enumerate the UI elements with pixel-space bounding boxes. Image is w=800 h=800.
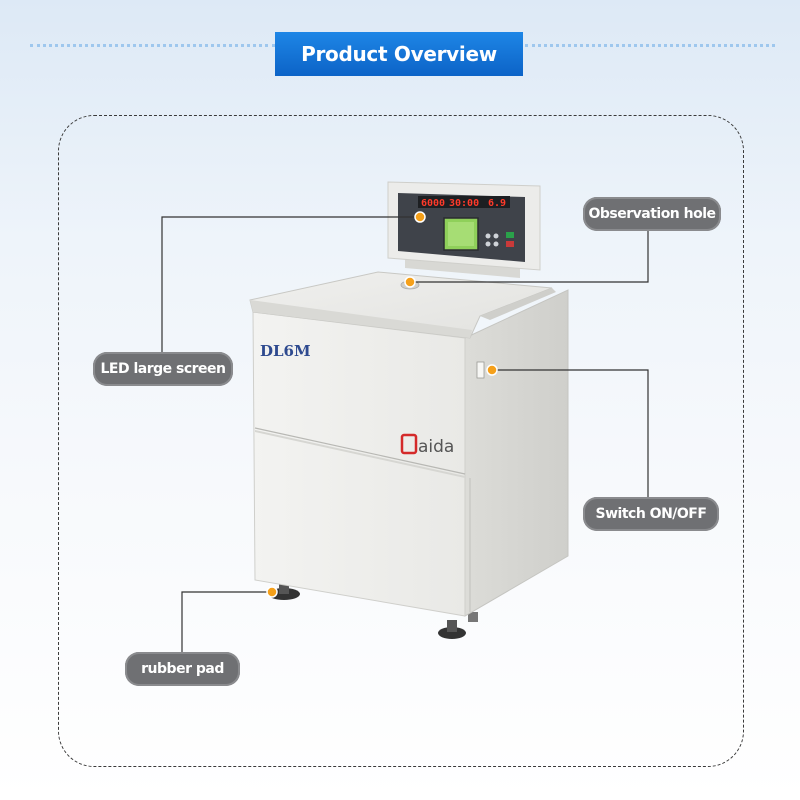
brand-logo-mark xyxy=(400,433,418,455)
rubber-pad-callout: rubber pad xyxy=(125,652,240,686)
page-title: Product Overview xyxy=(275,32,523,76)
marker-dots xyxy=(266,211,498,598)
product-frame xyxy=(58,115,744,767)
header-decoration-left xyxy=(30,44,275,48)
control-panel xyxy=(387,181,541,278)
display-time: 30:00 xyxy=(449,198,479,209)
power-switch xyxy=(476,361,485,379)
display-temp: 6.9 xyxy=(488,198,506,209)
switch-callout: Switch ON/OFF xyxy=(583,497,719,531)
model-label: DL6M xyxy=(260,342,311,360)
observation-hole-callout: Observation hole xyxy=(583,197,721,231)
brand-label: aida xyxy=(418,437,454,457)
display-speed: 6000 xyxy=(421,198,445,209)
led-screen-callout: LED large screen xyxy=(93,352,233,386)
leader-lines xyxy=(161,216,649,652)
header-decoration-right xyxy=(525,44,775,48)
